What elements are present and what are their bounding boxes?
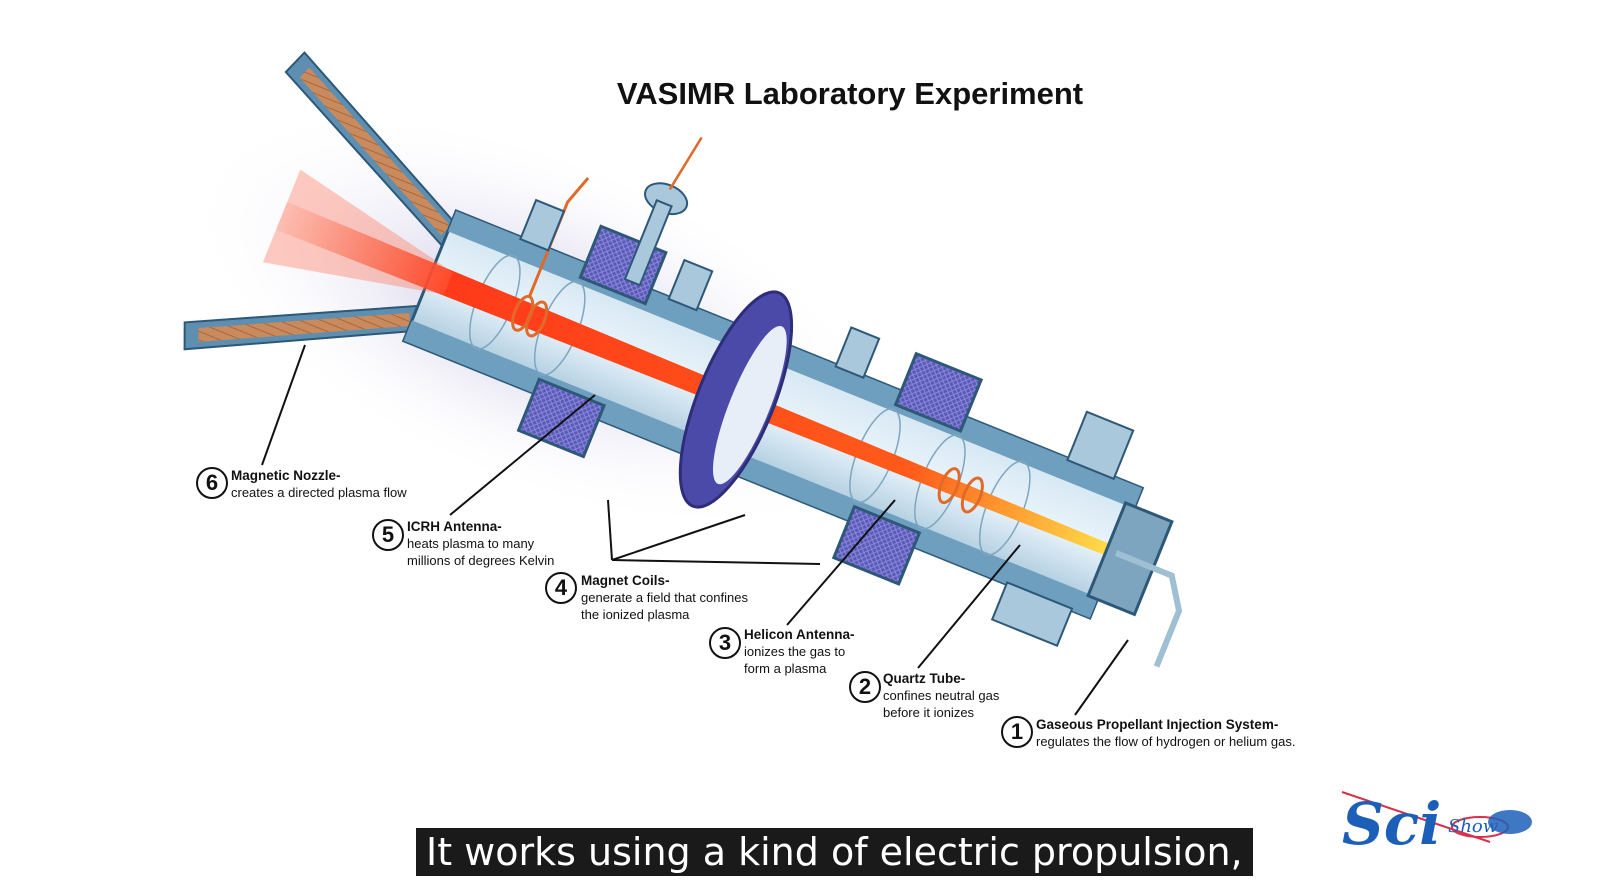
callout-number-4: 4 <box>545 572 577 604</box>
logo-subtext: Show <box>1448 816 1499 837</box>
callout-title: Gaseous Propellant Injection System- <box>1036 717 1279 732</box>
callout-number-1: 1 <box>1001 716 1033 748</box>
callout-number-5: 5 <box>372 519 404 551</box>
helicon-antenna <box>937 467 984 514</box>
callout-title: Magnetic Nozzle- <box>231 468 341 483</box>
callout-magnetic-nozzle: Magnetic Nozzle- creates a directed plas… <box>231 467 407 501</box>
callout-number-2: 2 <box>849 671 881 703</box>
callout-description: creates a directed plasma flow <box>231 485 407 500</box>
magnet-coil <box>893 351 984 433</box>
diagram-title: VASIMR Laboratory Experiment <box>616 76 1084 111</box>
leader-lines <box>261 344 1129 716</box>
callout-description: ionizes the gas to form a plasma <box>744 644 846 676</box>
callout-description: confines neutral gas before it ionizes <box>883 688 1000 720</box>
callout-magnet-coils: Magnet Coils- generate a field that conf… <box>581 572 748 623</box>
icrh-antenna <box>511 177 590 338</box>
callout-helicon-antenna: Helicon Antenna- ionizes the gas to form… <box>744 626 855 677</box>
callout-description: heats plasma to many millions of degrees… <box>407 536 555 568</box>
callout-description: regulates the flow of hydrogen or helium… <box>1036 734 1296 749</box>
callout-icrh-antenna: ICRH Antenna- heats plasma to many milli… <box>407 518 554 569</box>
logo-text: Sci <box>1342 790 1441 858</box>
callout-quartz-tube: Quartz Tube- confines neutral gas before… <box>883 670 999 721</box>
callout-title: Magnet Coils- <box>581 573 670 588</box>
callout-number-3: 3 <box>709 627 741 659</box>
callout-title: Quartz Tube- <box>883 671 966 686</box>
magnet-coil <box>516 377 607 459</box>
video-caption: It works using a kind of electric propul… <box>416 828 1253 876</box>
propellant-feed-line <box>1114 550 1183 668</box>
callout-propellant-injection: Gaseous Propellant Injection System- reg… <box>1036 716 1295 750</box>
callout-number-6: 6 <box>196 467 228 499</box>
callout-title: Helicon Antenna- <box>744 627 855 642</box>
magnet-coil <box>831 504 922 586</box>
plasma-beam <box>275 202 1119 559</box>
callout-title: ICRH Antenna- <box>407 519 502 534</box>
callout-description: generate a field that confines the ioniz… <box>581 590 748 622</box>
scishow-space-logo: Sci Show <box>1341 790 1532 858</box>
